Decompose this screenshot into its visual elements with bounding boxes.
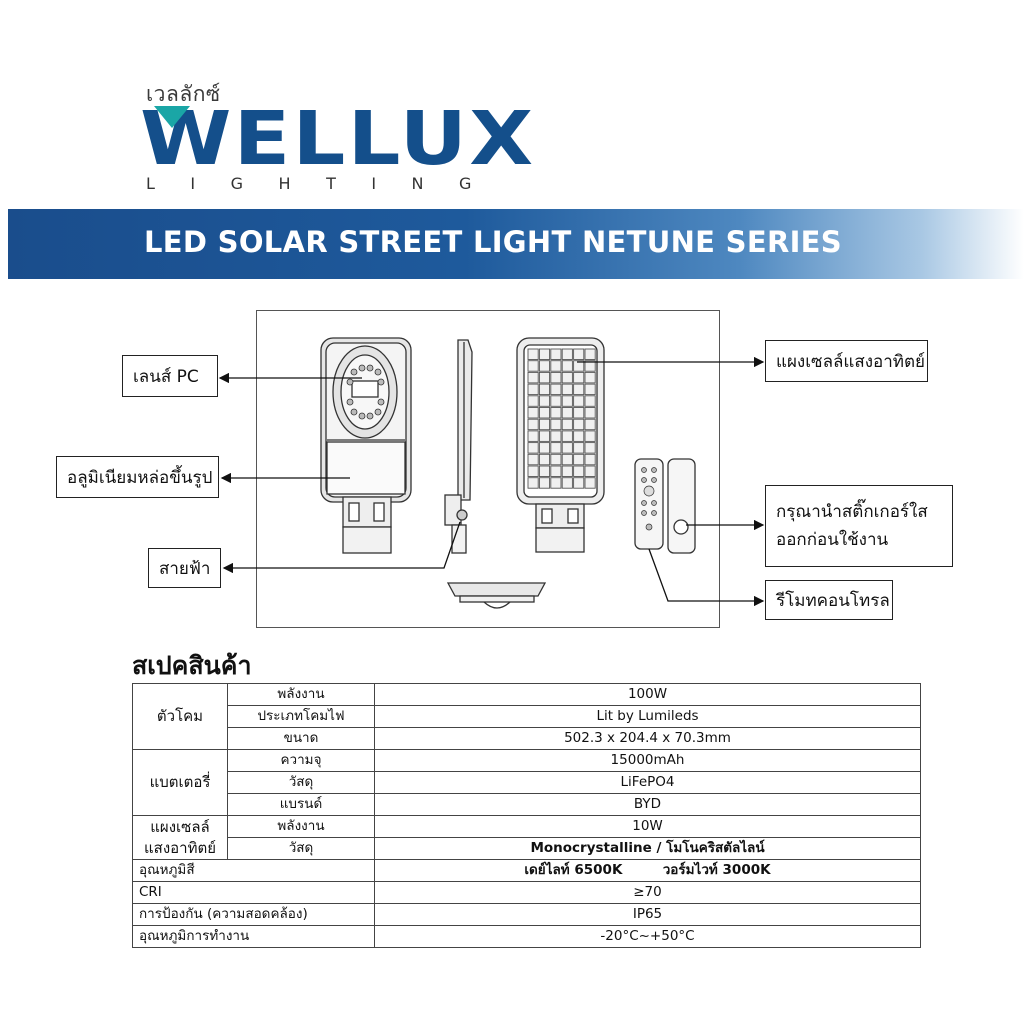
spec-label: วัสดุ [227, 771, 375, 794]
page-title: LED SOLAR STREET LIGHT NETUNE SERIES [144, 225, 842, 259]
table-row: การป้องกัน (ความสอดคล้อง) IP65 [132, 903, 921, 926]
brand-wordmark: WELLUX [140, 96, 536, 182]
spec-label: พลังงาน [227, 815, 375, 838]
cct-daylight: เดย์ไลท์ 6500K [524, 862, 623, 878]
callout-solar-panel: แผงเซลล์แสงอาทิตย์ [765, 340, 928, 382]
spec-value: -20°C~+50°C [374, 925, 921, 948]
table-row: วัสดุ LiFePO4 [133, 771, 921, 794]
spec-value: Lit by Lumileds [374, 705, 921, 728]
table-row: อุณหภูมิสี เดย์ไลท์ 6500K วอร์มไวท์ 3000… [132, 859, 921, 882]
callout-remove-sticker-line2: ออกก่อนใช้งาน [776, 530, 889, 550]
callout-cast-aluminum: อลูมิเนียมหล่อขึ้นรูป [56, 456, 219, 498]
group-solar-panel: แผงเซลล์ แสงอาทิตย์ [132, 815, 228, 860]
group-solar-panel-line2: แสงอาทิตย์ [144, 838, 216, 857]
table-row: วัสดุ Monocrystalline / โมโนคริสตัลไลน์ [133, 837, 921, 860]
spec-label: ประเภทโคมไฟ [227, 705, 375, 728]
spec-value: Monocrystalline / โมโนคริสตัลไลน์ [374, 837, 921, 860]
spec-label: วัสดุ [227, 837, 375, 860]
table-row: แบรนด์ BYD [133, 793, 921, 816]
spec-value: 10W [374, 815, 921, 838]
spec-table: ตัวโคม พลังงาน 100W ประเภทโคมไฟ Lit by L… [132, 683, 921, 948]
table-row: แบตเตอรี่ ความจุ 15000mAh [132, 749, 921, 816]
table-row: ตัวโคม พลังงาน 100W [132, 683, 921, 750]
callout-pc-lens: เลนส์ PC [122, 355, 218, 397]
table-row: CRI ≥70 [132, 881, 921, 904]
table-row: แผงเซลล์ แสงอาทิตย์ พลังงาน 10W [132, 815, 921, 860]
cct-warm-white: วอร์มไวท์ 3000K [662, 862, 771, 878]
spec-label: CRI [132, 881, 375, 904]
brand-thai-name: เวลลักซ์ [146, 82, 221, 106]
group-battery: แบตเตอรี่ [132, 749, 228, 816]
spec-value: IP65 [374, 903, 921, 926]
product-diagram-frame [256, 310, 720, 628]
spec-value: 502.3 x 204.4 x 70.3mm [374, 727, 921, 750]
table-row: ประเภทโคมไฟ Lit by Lumileds [133, 705, 921, 728]
spec-value: ≥70 [374, 881, 921, 904]
spec-value-cct: เดย์ไลท์ 6500K วอร์มไวท์ 3000K [374, 859, 921, 882]
spec-value: 100W [374, 683, 921, 706]
spec-label: แบรนด์ [227, 793, 375, 816]
callout-remote-control: รีโมทคอนโทรล [765, 580, 893, 620]
brand-logo: เวลลักซ์ WELLUX LIGHTING [140, 78, 540, 198]
callout-remove-sticker-line1: กรุณานำสติ๊กเกอร์ใส [776, 502, 928, 522]
table-row: ขนาด 502.3 x 204.4 x 70.3mm [133, 727, 921, 750]
title-banner: LED SOLAR STREET LIGHT NETUNE SERIES [8, 209, 1024, 279]
spec-label: การป้องกัน (ความสอดคล้อง) [132, 903, 375, 926]
spec-heading: สเปคสินค้า [132, 651, 252, 680]
group-solar-panel-line1: แผงเซลล์ [150, 817, 210, 836]
spec-value: BYD [374, 793, 921, 816]
logo-triangle-icon [154, 106, 190, 128]
spec-value: LiFePO4 [374, 771, 921, 794]
spec-label: อุณหภูมิการทำงาน [132, 925, 375, 948]
spec-label: พลังงาน [227, 683, 375, 706]
spec-value: 15000mAh [374, 749, 921, 772]
callout-remove-sticker: กรุณานำสติ๊กเกอร์ใส ออกก่อนใช้งาน [765, 485, 953, 567]
spec-label: ขนาด [227, 727, 375, 750]
table-row: อุณหภูมิการทำงาน -20°C~+50°C [132, 925, 921, 948]
callout-wire: สายฟ้า [148, 548, 221, 588]
group-fixture: ตัวโคม [132, 683, 228, 750]
brand-subtitle: LIGHTING [146, 174, 507, 193]
spec-label: ความจุ [227, 749, 375, 772]
spec-label: อุณหภูมิสี [132, 859, 375, 882]
